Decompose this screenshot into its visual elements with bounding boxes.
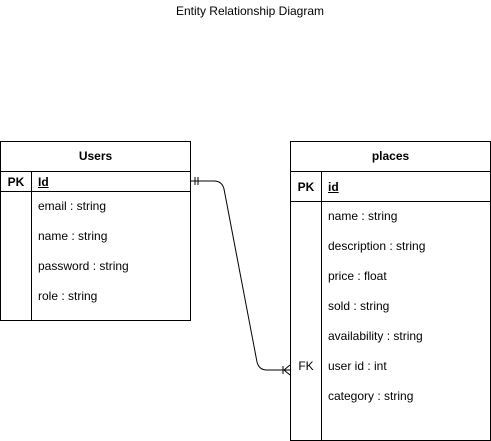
entity-places-pk-label: PK bbox=[297, 180, 315, 194]
entity-places-attribute-text: description : string bbox=[328, 239, 426, 253]
entity-users-attribute-text: password : string bbox=[38, 259, 129, 273]
entity-places-pk-field: id bbox=[328, 180, 339, 194]
entity-places-attribute-text: price : float bbox=[328, 269, 387, 283]
one-or-many-crow-foot-lower bbox=[283, 369, 291, 376]
entity-users-header[interactable]: Users bbox=[1, 142, 190, 172]
entity-users-body-divider bbox=[31, 192, 32, 320]
entity-places-body-divider bbox=[321, 202, 322, 440]
entity-places-attribute-row[interactable]: price : float bbox=[291, 266, 490, 286]
entity-users-attribute-text: role : string bbox=[38, 289, 98, 303]
entity-users-attribute-row[interactable]: password : string bbox=[1, 256, 190, 276]
entity-users-key-divider bbox=[31, 172, 32, 192]
entity-places-attribute-text: category : string bbox=[328, 389, 414, 403]
relationship-line[interactable] bbox=[191, 180, 290, 371]
entity-users[interactable]: Users PK Id email : string name : string… bbox=[0, 141, 191, 321]
entity-places-key-divider bbox=[321, 172, 322, 202]
entity-places-pk-row[interactable]: PK id bbox=[291, 172, 490, 202]
entity-users-attribute-row[interactable]: role : string bbox=[1, 286, 190, 306]
entity-places-attribute-text: user id : int bbox=[328, 359, 387, 373]
entity-users-attributes: email : string name : string password : … bbox=[1, 192, 190, 320]
entity-users-attribute-text: name : string bbox=[38, 229, 108, 243]
entity-users-attribute-row[interactable]: email : string bbox=[1, 196, 190, 216]
entity-places-attribute-row-fk[interactable]: FK user id : int bbox=[291, 356, 490, 376]
entity-places[interactable]: places PK id name : string description :… bbox=[290, 141, 491, 441]
entity-places-header[interactable]: places bbox=[291, 142, 490, 172]
entity-places-attribute-row[interactable]: category : string bbox=[291, 386, 490, 406]
entity-places-attribute-row[interactable]: availability : string bbox=[291, 326, 490, 346]
entity-places-attribute-row[interactable]: description : string bbox=[291, 236, 490, 256]
entity-users-pk-row[interactable]: PK Id bbox=[1, 172, 190, 192]
entity-places-fk-label: FK bbox=[298, 359, 314, 373]
entity-places-attribute-text: availability : string bbox=[328, 329, 423, 343]
entity-places-attributes: name : string description : string price… bbox=[291, 202, 490, 440]
entity-places-attribute-row[interactable]: name : string bbox=[291, 206, 490, 226]
diagram-title: Entity Relationship Diagram bbox=[175, 4, 325, 18]
entity-users-attribute-text: email : string bbox=[38, 199, 107, 213]
entity-places-attribute-text: sold : string bbox=[328, 299, 390, 313]
entity-users-attribute-row[interactable]: name : string bbox=[1, 226, 190, 246]
entity-users-pk-label: PK bbox=[7, 175, 25, 189]
entity-places-attribute-text: name : string bbox=[328, 209, 398, 223]
entity-users-pk-field: Id bbox=[38, 175, 49, 189]
one-or-many-crow-foot-upper bbox=[283, 364, 291, 371]
entity-places-attribute-row[interactable]: sold : string bbox=[291, 296, 490, 316]
